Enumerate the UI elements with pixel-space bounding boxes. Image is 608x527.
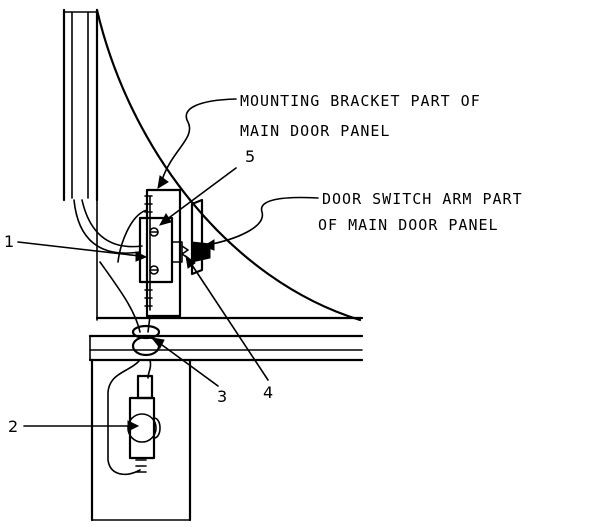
part-number-2: 2	[8, 417, 18, 436]
door-panel-curve	[95, 8, 362, 322]
lower-panel	[90, 358, 192, 522]
part-number-5: 5	[245, 147, 255, 166]
mounting-bracket	[145, 188, 182, 318]
mounting-bracket-label-line1: MOUNTING BRACKET PART OF	[240, 92, 481, 110]
part-number-4: 4	[263, 383, 273, 402]
part-number-1: 1	[4, 232, 14, 251]
leader-lines	[17, 98, 319, 432]
door-switch-body	[138, 195, 174, 307]
door-switch-arm-label-line1: DOOR SWITCH ARM PART	[322, 190, 523, 208]
part-number-3: 3	[217, 387, 227, 406]
frame-rail	[88, 316, 364, 362]
upper-panel	[62, 8, 99, 321]
mounting-bracket-label-line2: MAIN DOOR PANEL	[240, 122, 390, 140]
door-switch-arm-label-line2: OF MAIN DOOR PANEL	[318, 216, 499, 234]
switch-plunger	[171, 241, 189, 263]
